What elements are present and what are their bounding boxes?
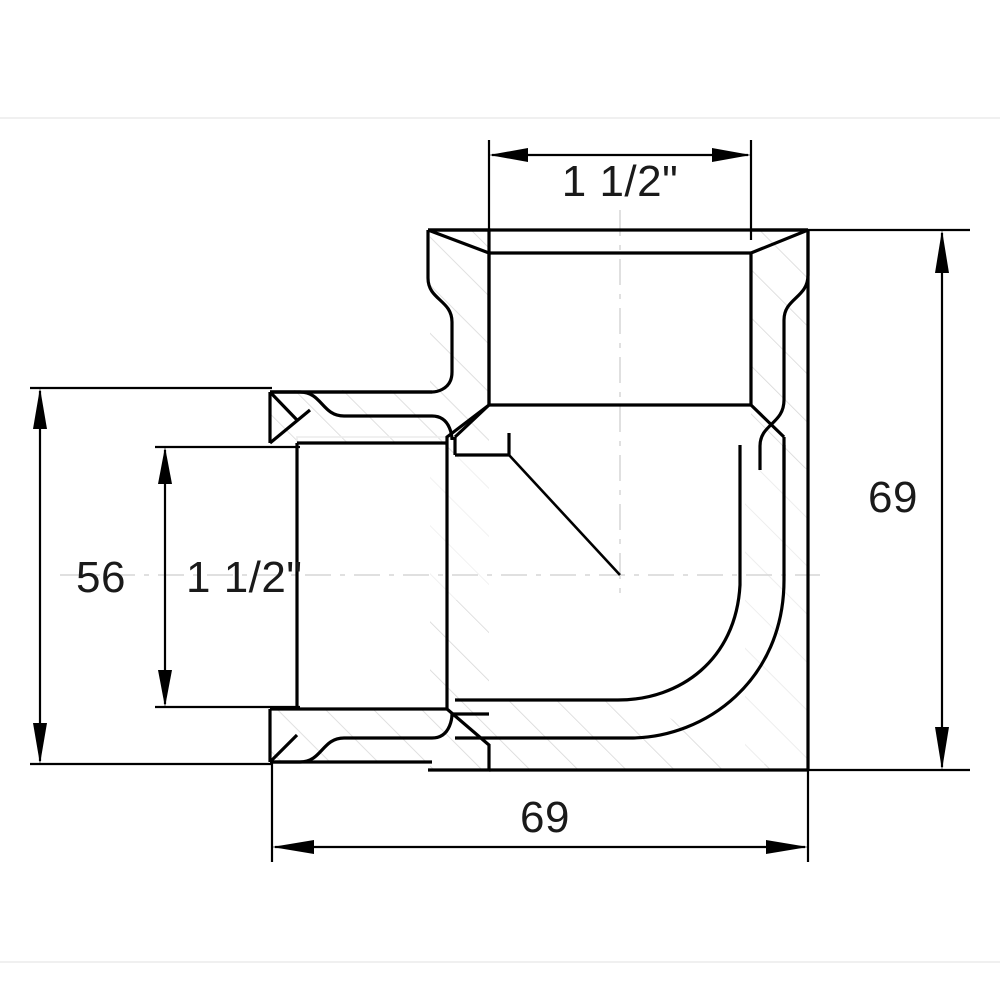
hidden-edge-lines — [296, 252, 751, 710]
dimension-top-thread-size: 1 1/2" — [487, 140, 753, 240]
dimension-label-left-outer: 56 — [76, 553, 126, 602]
dimension-left-thread-size: 1 1/2" — [155, 445, 302, 709]
dimension-label-bottom: 69 — [520, 793, 570, 842]
arrow-down — [33, 723, 47, 764]
arrow-right — [712, 148, 751, 162]
dimension-bottom-overall-length: 69 — [270, 762, 810, 862]
fitting-outline — [268, 228, 810, 772]
arrow-right — [766, 840, 808, 854]
arrow-left — [489, 148, 528, 162]
arrow-down — [158, 670, 172, 707]
dimension-label-left-inner: 1 1/2" — [186, 553, 302, 602]
arrow-up — [158, 447, 172, 484]
arrow-down — [935, 727, 949, 770]
dimension-label-right: 69 — [868, 473, 918, 522]
dimension-left-overall-height: 56 — [30, 386, 272, 766]
construction-lines — [0, 117, 1000, 963]
dimension-right-overall-height: 69 — [806, 228, 970, 772]
dimension-label-top: 1 1/2" — [562, 157, 678, 206]
section-hatching — [270, 230, 808, 770]
arrow-up — [935, 230, 949, 273]
arrow-up — [33, 388, 47, 429]
arrow-left — [272, 840, 314, 854]
